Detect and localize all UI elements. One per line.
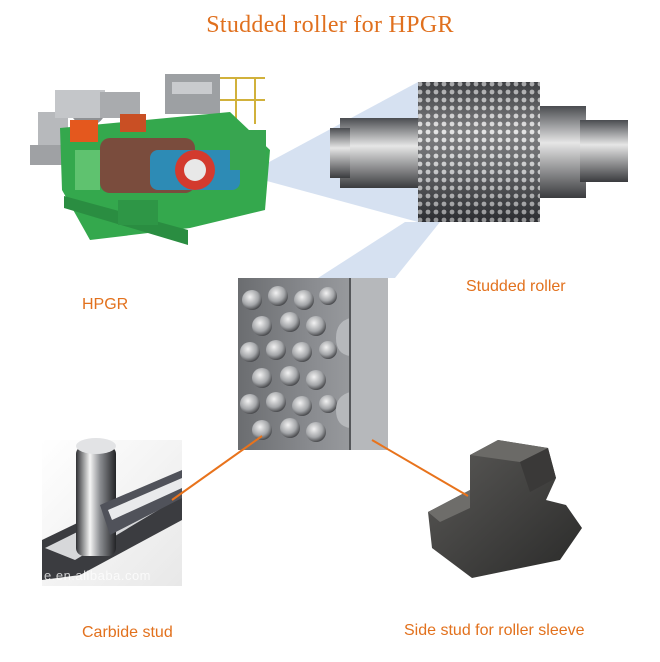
connector-carbide-stud bbox=[171, 435, 263, 501]
side-stud-photo bbox=[428, 440, 582, 578]
watermark-text: e.en.alibaba.com bbox=[44, 568, 152, 583]
label-carbide-stud: Carbide stud bbox=[82, 624, 173, 641]
hpgr-machine-illustration bbox=[30, 74, 270, 245]
label-studded-roller: Studded roller bbox=[466, 278, 566, 295]
beam-roller-to-closeup bbox=[318, 222, 440, 278]
label-hpgr: HPGR bbox=[82, 296, 129, 313]
label-side-stud: Side stud for roller sleeve bbox=[404, 622, 585, 639]
carbide-stud-photo bbox=[42, 438, 182, 586]
connector-side-stud bbox=[371, 439, 469, 497]
studded-roller-illustration bbox=[330, 82, 628, 222]
closeup-stud-grid bbox=[240, 286, 337, 442]
stud-closeup-photo bbox=[238, 278, 388, 450]
diagram-title: Studded roller for HPGR bbox=[206, 12, 454, 38]
